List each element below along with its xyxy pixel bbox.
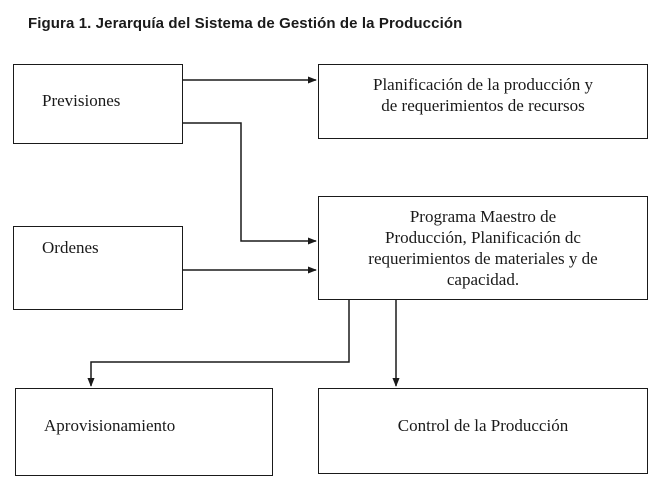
node-ordenes: Ordenes	[13, 226, 183, 310]
node-ordenes-label: Ordenes	[42, 238, 99, 257]
node-previsiones: Previsiones	[13, 64, 183, 144]
node-control: Control de la Producción	[318, 388, 648, 474]
edge-programa-aprovisionamiento	[87, 300, 350, 387]
node-aprovisionamiento-label: Aprovisionamiento	[44, 416, 176, 435]
node-previsiones-label: Previsiones	[42, 91, 121, 110]
node-planificacion: Planificación de la producción y de requ…	[318, 64, 648, 139]
edge-previsiones-programa	[183, 122, 317, 245]
node-aprovisionamiento: Aprovisionamiento	[15, 388, 273, 476]
node-programa: Programa Maestro de Producción, Planific…	[318, 196, 648, 300]
node-programa-label: Programa Maestro de Producción, Planific…	[368, 207, 598, 289]
figure-title: Figura 1. Jerarquía del Sistema de Gesti…	[28, 15, 463, 32]
node-planificacion-label: Planificación de la producción y de requ…	[373, 75, 593, 115]
node-control-label: Control de la Producción	[397, 416, 569, 435]
